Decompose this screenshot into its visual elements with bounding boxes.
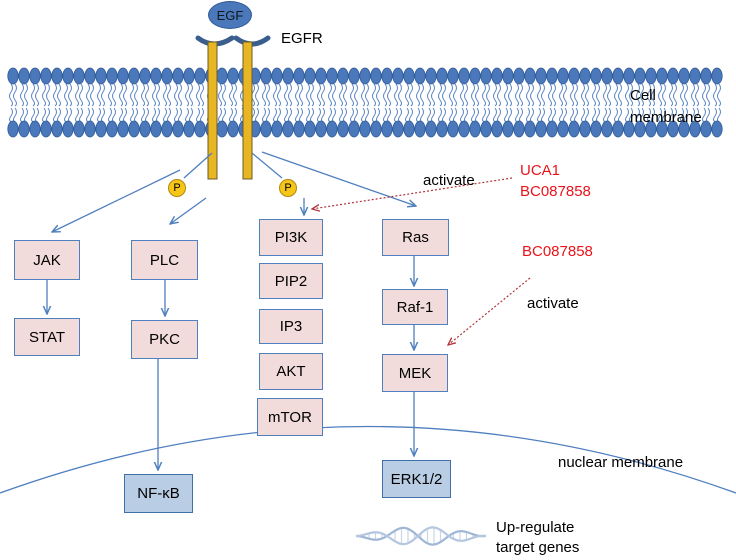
nuclear-membrane-arc [0, 425, 736, 494]
arrow-to-plc [170, 197, 207, 224]
node-nfkb: NF-κB [124, 474, 193, 513]
egfr-label: EGFR [281, 30, 323, 47]
node-raf1: Raf-1 [382, 289, 448, 325]
bc087858-top-label: BC087858 [520, 183, 591, 200]
node-ras: Ras [382, 219, 449, 256]
up-regulate-label-line2: target genes [496, 539, 580, 556]
uca1-label: UCA1 [520, 162, 561, 179]
lipid-bilayer [7, 67, 723, 138]
line-to-p-left [183, 152, 213, 179]
node-erk12: ERK1/2 [382, 460, 451, 498]
receptor-bar-right [242, 41, 253, 180]
node-akt: AKT [259, 353, 323, 390]
up-regulate-label-line1: Up-regulate [496, 519, 575, 536]
phosphate-right: P [279, 179, 297, 197]
activate-label-mid: activate [527, 295, 579, 312]
regulator-arrow-pi3k [312, 177, 513, 209]
node-jak: JAK [14, 240, 80, 280]
node-stat: STAT [14, 318, 80, 356]
dna-helix-icon [355, 526, 487, 546]
nuclear-membrane-label: nuclear membrane [558, 454, 684, 471]
node-pip2: PIP2 [259, 263, 323, 299]
node-ip3: IP3 [259, 309, 323, 344]
cell-membrane-label-line2: membrane [630, 109, 702, 126]
receptor-bar-left [207, 41, 218, 180]
node-plc: PLC [131, 240, 198, 280]
regulator-arrow-mek [448, 277, 531, 345]
node-pkc: PKC [131, 320, 198, 359]
activate-label-top: activate [423, 172, 475, 189]
node-mek: MEK [382, 354, 448, 392]
egf-ligand: EGF [208, 1, 252, 29]
node-mtor: mTOR [257, 398, 323, 436]
bc087858-mid-label: BC087858 [522, 243, 593, 260]
arrow-to-ras [261, 151, 416, 206]
arrow-to-jak [52, 169, 181, 232]
node-pi3k: PI3K [259, 219, 323, 256]
phosphate-left: P [168, 179, 186, 197]
line-to-p-right [251, 152, 283, 179]
cell-membrane-label-line1: Cell [630, 87, 656, 104]
